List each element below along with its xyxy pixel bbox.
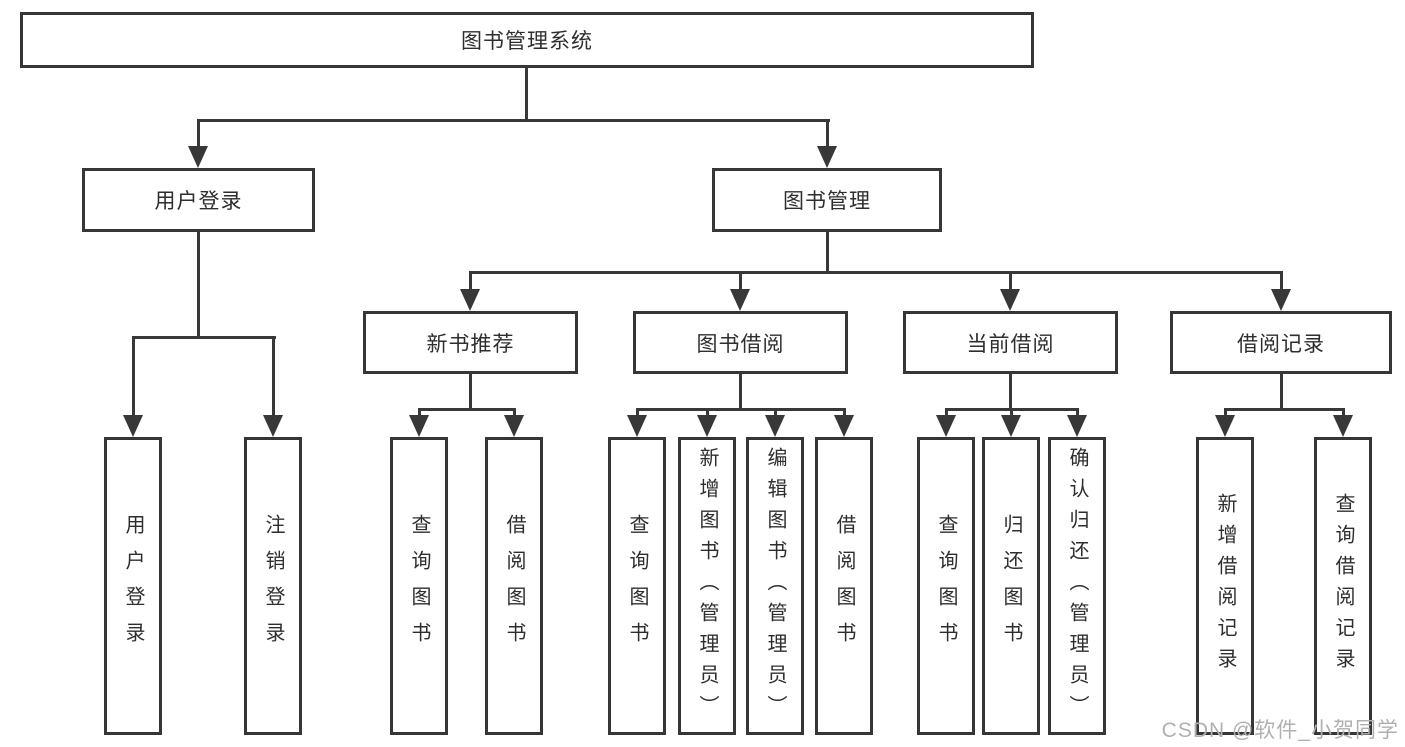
watermark: CSDN @软件_小贺同学 <box>1161 719 1399 742</box>
connector-segment <box>945 408 948 417</box>
connector-segment <box>197 232 200 338</box>
connector-segment <box>739 374 742 410</box>
node-root-label: 图书管理系统 <box>461 30 593 53</box>
node-book-borrow: 图书借阅 <box>633 311 848 374</box>
leaf-recommend-query-books: 查询图书 <box>390 437 448 735</box>
leaf-recommend-borrow-books: 借阅图书 <box>485 437 543 735</box>
node-current-borrow: 当前借阅 <box>903 311 1118 374</box>
node-new-book-recommend-label: 新书推荐 <box>426 332 515 356</box>
arrowhead-down-icon <box>188 146 208 168</box>
arrowhead-down-icon <box>1333 415 1353 437</box>
connector-segment <box>525 66 528 121</box>
node-borrow-records: 借阅记录 <box>1170 311 1392 374</box>
leaf-borrow-edit-books-admin: 编辑图书（管理员） <box>746 437 804 735</box>
node-user-login: 用户登录 <box>82 168 315 232</box>
arrowhead-down-icon <box>697 415 717 437</box>
connector-segment <box>826 232 829 273</box>
leaf-recommend-borrow-books-label: 借阅图书 <box>503 514 525 658</box>
arrowhead-down-icon <box>263 415 283 437</box>
connector-segment <box>636 408 846 411</box>
arrowhead-down-icon <box>460 289 480 311</box>
leaf-current-return-books: 归还图书 <box>982 437 1040 735</box>
arrowhead-down-icon <box>1000 289 1020 311</box>
connector-segment <box>1009 271 1012 291</box>
arrowhead-down-icon <box>1001 415 1021 437</box>
connector-segment <box>418 408 516 411</box>
arrowhead-down-icon <box>627 415 647 437</box>
connector-segment <box>739 271 742 291</box>
connector-segment <box>843 408 846 417</box>
node-root: 图书管理系统 <box>20 12 1034 68</box>
connector-segment <box>1076 408 1079 417</box>
arrowhead-down-icon <box>765 415 785 437</box>
arrowhead-down-icon <box>817 146 837 168</box>
connector-segment <box>1224 408 1345 411</box>
leaf-current-query-books: 查询图书 <box>917 437 975 735</box>
arrowhead-down-icon <box>1271 289 1291 311</box>
connector-segment <box>826 119 829 149</box>
node-user-login-label: 用户登录 <box>154 190 243 213</box>
leaf-current-confirm-return-admin-label: 确认归还（管理员） <box>1066 446 1088 726</box>
leaf-current-query-books-label: 查询图书 <box>935 514 957 658</box>
node-book-management: 图书管理 <box>712 168 942 232</box>
leaf-borrow-add-books-admin: 新增图书（管理员） <box>678 437 736 735</box>
connector-segment <box>469 271 1283 274</box>
leaf-logout-login-label: 注销登录 <box>262 514 284 658</box>
connector-segment <box>1280 374 1283 410</box>
connector-segment <box>197 119 830 122</box>
leaf-borrow-query-books: 查询图书 <box>608 437 666 735</box>
node-book-borrow-label: 图书借阅 <box>696 332 785 356</box>
arrowhead-down-icon <box>1067 415 1087 437</box>
leaf-records-add-borrow-record-label: 新增借阅记录 <box>1214 493 1236 679</box>
leaf-current-return-books-label: 归还图书 <box>1000 514 1022 658</box>
arrowhead-down-icon <box>834 415 854 437</box>
arrowhead-down-icon <box>936 415 956 437</box>
connector-segment <box>1280 271 1283 291</box>
leaf-records-query-borrow-record: 查询借阅记录 <box>1314 437 1372 735</box>
leaf-user-login: 用户登录 <box>104 437 162 735</box>
arrowhead-down-icon <box>1215 415 1235 437</box>
connector-segment <box>1224 408 1227 417</box>
connector-segment <box>706 408 709 417</box>
leaf-borrow-query-books-label: 查询图书 <box>626 514 648 658</box>
leaf-records-query-borrow-record-label: 查询借阅记录 <box>1332 493 1354 679</box>
arrowhead-down-icon <box>409 415 429 437</box>
leaf-borrow-edit-books-admin-label: 编辑图书（管理员） <box>764 446 786 726</box>
arrowhead-down-icon <box>504 415 524 437</box>
node-book-management-label: 图书管理 <box>783 190 871 213</box>
connector-segment <box>418 408 421 417</box>
leaf-borrow-add-books-admin-label: 新增图书（管理员） <box>696 446 718 726</box>
connector-segment <box>1009 374 1012 410</box>
connector-segment <box>197 119 200 149</box>
leaf-current-confirm-return-admin: 确认归还（管理员） <box>1048 437 1106 735</box>
connector-segment <box>1010 408 1013 417</box>
connector-segment <box>272 336 275 417</box>
leaf-logout-login: 注销登录 <box>244 437 302 735</box>
connector-segment <box>132 336 135 417</box>
leaf-borrow-borrow-books-label: 借阅图书 <box>833 514 855 658</box>
arrowhead-down-icon <box>123 415 143 437</box>
connector-segment <box>774 408 777 417</box>
connector-segment <box>513 408 516 417</box>
arrowhead-down-icon <box>730 289 750 311</box>
connector-segment <box>1342 408 1345 417</box>
node-current-borrow-label: 当前借阅 <box>966 332 1055 356</box>
node-borrow-records-label: 借阅记录 <box>1237 332 1325 356</box>
leaf-user-login-label: 用户登录 <box>122 514 144 658</box>
connector-segment <box>469 374 472 410</box>
connector-segment <box>132 336 276 339</box>
leaf-borrow-borrow-books: 借阅图书 <box>815 437 873 735</box>
connector-segment <box>469 271 472 291</box>
connector-segment <box>636 408 639 417</box>
leaf-records-add-borrow-record: 新增借阅记录 <box>1196 437 1254 735</box>
node-new-book-recommend: 新书推荐 <box>363 311 578 374</box>
leaf-recommend-query-books-label: 查询图书 <box>408 514 430 658</box>
